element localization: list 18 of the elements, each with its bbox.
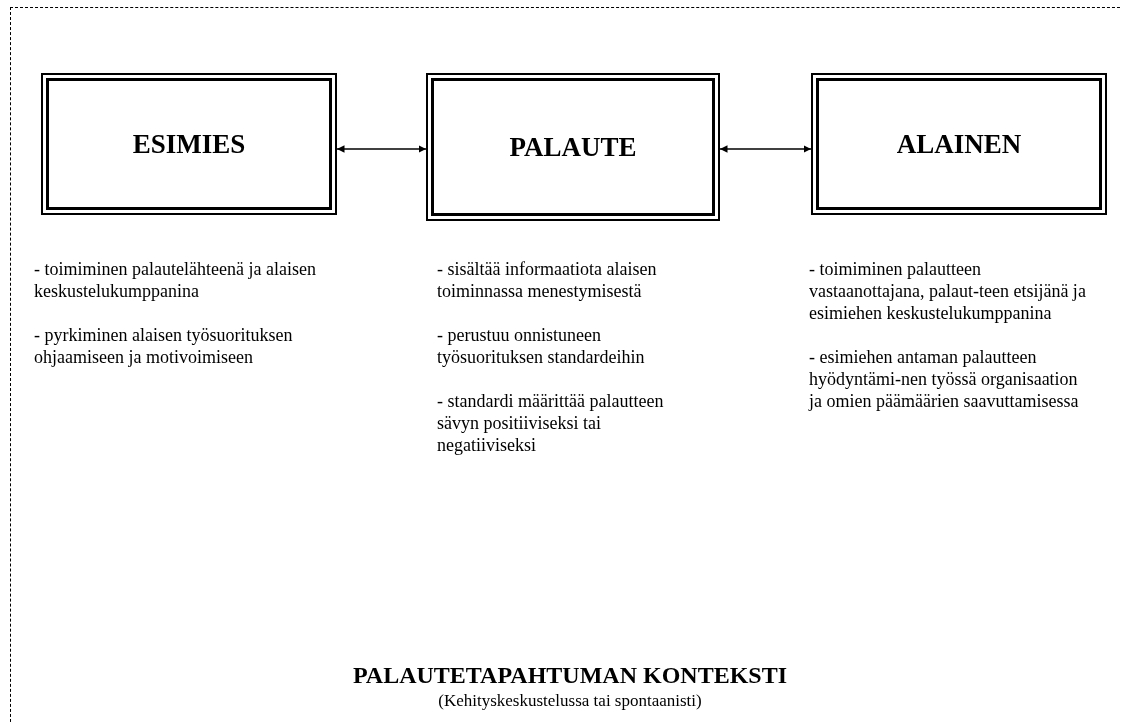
frame-heading: PALAUTETAPAHTUMAN KONTEKSTI	[352, 661, 787, 690]
double-arrow	[336, 145, 427, 153]
box-title: ESIMIES	[132, 127, 246, 161]
bullet-text: - sisältää informaatiota alaisen toiminnassa menestymisestä	[436, 258, 658, 302]
bullet-text: - toimiminen palautelähteenä ja alaisen keskustelukumppanina	[33, 258, 317, 302]
context-frame	[10, 7, 1121, 722]
bullet-text: - standardi määrittää palautteen sävyn positiiviseksi tai negatiiviseksi	[436, 390, 665, 456]
box-title: PALAUTE	[509, 130, 637, 164]
bullet-text: - esimiehen antaman palautteen hyödyntämi-nen työssä organisaation ja omien päämäärien saavuttamisessa	[807, 346, 1080, 412]
bullet-text: - toimiminen palautteen vastaanottajana, palaut-teen etsijänä ja esimiehen keskustelukumppanina	[808, 258, 1087, 324]
box-title: ALAINEN	[896, 127, 1022, 161]
double-arrow	[719, 145, 812, 153]
double-border-box	[426, 73, 720, 221]
bullet-text: - pyrkiminen alaisen työsuorituksen ohjaamiseen ja motivoimiseen	[33, 324, 294, 368]
bullet-text: - perustuu onnistuneen työsuorituksen standardeihin	[436, 324, 646, 368]
double-border-box	[811, 73, 1107, 215]
double-border-box	[41, 73, 337, 215]
frame-subtitle: (Kehityskeskustelussa tai spontaanisti)	[438, 690, 702, 712]
